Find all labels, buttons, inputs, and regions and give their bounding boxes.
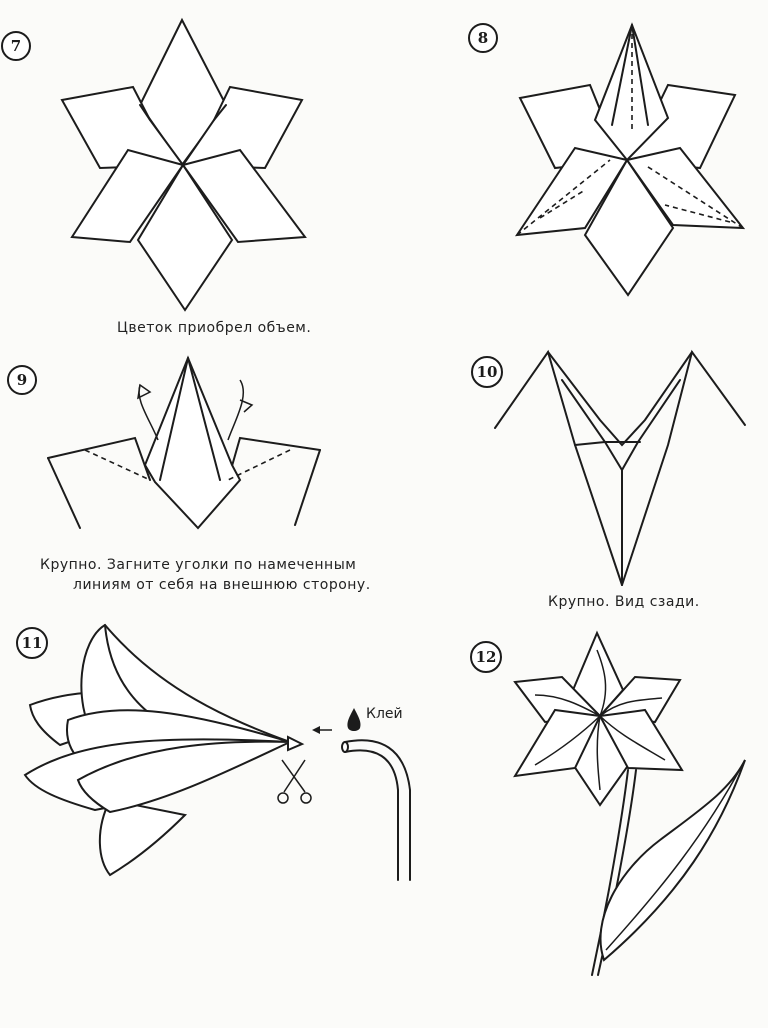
step-11-wire-stem-inner — [344, 749, 399, 881]
left-arrow-icon — [312, 726, 332, 734]
step-8-bottom-petal — [583, 158, 675, 297]
glue-drop-icon — [347, 708, 361, 731]
step-10-diagram: 10 — [471, 349, 746, 586]
step-7-lower-right-petal — [181, 148, 307, 244]
step-11-lower-petal — [98, 798, 188, 877]
step-11-wire-stem-outer — [344, 739, 411, 881]
step-11-number: 11 — [22, 634, 43, 652]
step-7-upper-left-petal — [60, 85, 185, 170]
step-11-number-badge — [16, 627, 48, 659]
step-7-lower-left-petal — [70, 148, 185, 244]
step-11-diagram: 11 — [16, 623, 411, 881]
step-9-diagram: 9 — [7, 355, 321, 530]
step-8-number: 8 — [478, 29, 488, 47]
step-10-number: 10 — [477, 363, 498, 381]
step-12-leaf — [599, 759, 746, 962]
step-9-center-petal — [143, 355, 242, 530]
step-10-number-badge — [471, 356, 503, 388]
step-8-number-badge — [468, 23, 498, 53]
step-12-diagram: 12 — [470, 630, 746, 976]
step-7-caption: Цветок приобрел объем. — [117, 320, 312, 336]
step-9-number: 9 — [17, 371, 27, 389]
step-12-lower-right-petal — [598, 708, 684, 772]
step-7-number: 7 — [11, 37, 21, 55]
step-7-number-badge — [1, 31, 31, 61]
step-8-diagram: 8 — [468, 22, 746, 297]
step-9-caption-line-2: линиям от себя на внешнюю сторону. — [73, 577, 371, 593]
glue-label: Клей — [366, 706, 403, 722]
step-7-upper-right-petal — [181, 85, 304, 170]
step-9-right-fold-arrow — [227, 379, 245, 441]
step-11-inner-petal — [76, 740, 291, 814]
step-9-number-badge — [7, 365, 37, 395]
step-12-number: 12 — [476, 648, 497, 666]
step-12-lower-left-petal — [513, 708, 602, 778]
step-12-number-badge — [470, 641, 502, 673]
step-11-tip — [287, 735, 305, 752]
step-9-caption-line-1: Крупно. Загните уголки по намеченным — [40, 557, 357, 573]
step-7-diagram: 7 — [1, 17, 307, 312]
step-7-bottom-petal — [136, 163, 234, 312]
scissors-icon — [277, 759, 312, 804]
step-10-caption: Крупно. Вид сзади. — [548, 594, 700, 610]
